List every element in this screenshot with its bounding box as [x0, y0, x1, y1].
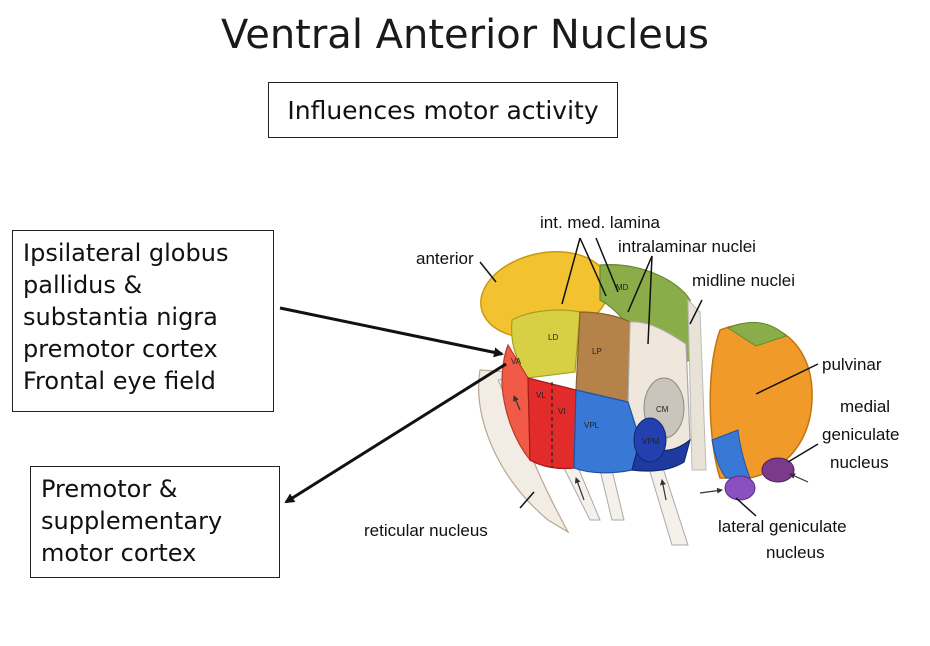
label-vi: VI — [558, 407, 566, 416]
label-cm: CM — [656, 405, 669, 414]
input-arrow — [279, 306, 504, 358]
label-anterior: anterior — [416, 249, 474, 268]
label-intralaminar-nuclei: intralaminar nuclei — [618, 237, 756, 256]
lp-nucleus — [575, 311, 631, 403]
tract-arrow — [574, 477, 585, 501]
fiber-stem — [599, 469, 625, 521]
leader-line — [595, 237, 619, 293]
midline-nuclei-shape — [687, 298, 707, 471]
label-medial-geniculate-3: nucleus — [830, 453, 889, 472]
input-source-line: pallidus & — [23, 271, 143, 299]
subtitle-box: Influences motor activity — [268, 82, 618, 138]
label-lp: LP — [592, 347, 602, 356]
label-int-med-lamina: int. med. lamina — [540, 213, 661, 232]
medial-geniculate-body — [761, 457, 795, 483]
pulvinar-green-cap — [726, 322, 787, 347]
lateral-geniculate-body — [724, 475, 756, 501]
label-md: MD — [616, 283, 629, 292]
tract-arrow — [513, 395, 521, 411]
label-medial-geniculate-2: geniculate — [822, 425, 900, 444]
input-source-line: Ipsilateral globus — [23, 239, 229, 267]
input-sources-box: Ipsilateral globus pallidus & substantia… — [12, 230, 274, 412]
output-arrow — [284, 362, 507, 504]
label-lateral-geniculate-2: nucleus — [766, 543, 825, 562]
label-vl: VL — [536, 391, 546, 400]
label-medial-geniculate-1: medial — [840, 397, 890, 416]
leader-line — [787, 443, 819, 463]
output-target-line: supplementary — [41, 507, 223, 535]
label-lateral-geniculate-1: lateral geniculate — [718, 517, 847, 536]
tract-arrow — [660, 479, 667, 501]
leader-line — [627, 255, 653, 313]
input-source-line: Frontal eye field — [23, 367, 216, 395]
page-title: Ventral Anterior Nucleus — [220, 12, 710, 58]
label-pulvinar: pulvinar — [822, 355, 882, 374]
tract-arrow — [699, 487, 723, 494]
leader-line — [755, 363, 819, 395]
leader-line — [735, 497, 757, 517]
label-vpl: VPL — [584, 421, 600, 430]
label-va: VA — [511, 357, 522, 366]
output-targets-box: Premotor & supplementary motor cortex — [30, 466, 280, 578]
leader-line — [519, 491, 535, 509]
pulvinar-blue-base — [711, 429, 751, 479]
input-source-line: substantia nigra — [23, 303, 218, 331]
label-reticular-nucleus: reticular nucleus — [364, 521, 488, 540]
ld-nucleus — [510, 309, 581, 379]
label-vpm: VPM — [642, 437, 660, 446]
label-ld: LD — [548, 333, 558, 342]
vpm-core — [633, 417, 667, 463]
leader-line — [479, 261, 497, 283]
leader-line — [689, 299, 703, 325]
input-source-line: premotor cortex — [23, 335, 218, 363]
va-nucleus — [501, 343, 531, 462]
tract-arrow — [789, 473, 809, 483]
leader-line — [579, 237, 607, 297]
leader-line — [561, 237, 581, 305]
leader-line — [647, 255, 653, 345]
label-midline-nuclei: midline nuclei — [692, 271, 795, 290]
fiber-stem — [647, 464, 689, 546]
output-target-line: Premotor & — [41, 475, 178, 503]
output-target-line: motor cortex — [41, 539, 197, 567]
